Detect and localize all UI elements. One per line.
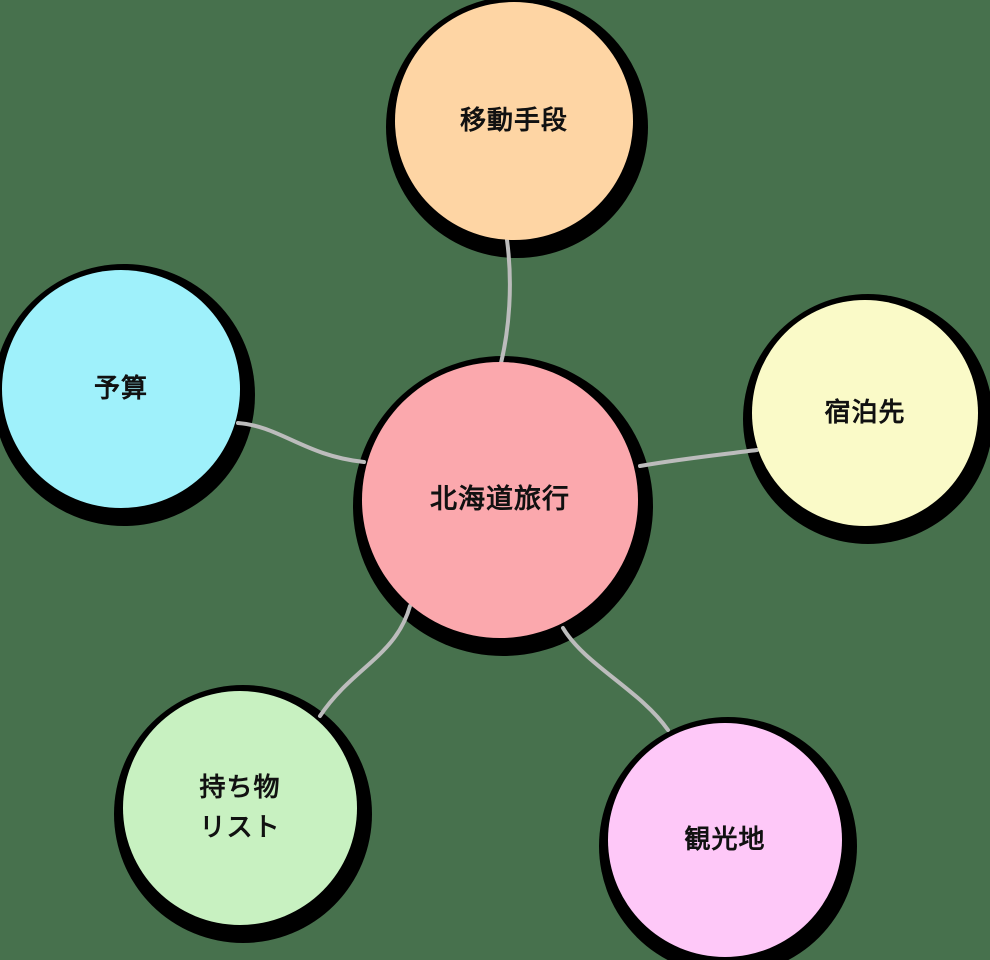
node-label-sightseeing: 観光地 [684, 820, 765, 860]
node-label-budget: 予算 [94, 369, 148, 409]
connector-center-to-transportation [499, 238, 512, 365]
connector-center-to-sightseeing [561, 626, 670, 732]
node-circle-transportation[interactable]: 移動手段 [395, 2, 633, 240]
node-label-text: 持ち物 [199, 772, 281, 803]
node-circle-budget[interactable]: 予算 [2, 270, 240, 508]
node-label-packing-list: 持ち物 リスト [199, 768, 280, 849]
node-label-hokkaido-trip: 北海道旅行 [430, 479, 570, 521]
node-circle-accommodation[interactable]: 宿泊先 [752, 300, 978, 526]
node-budget[interactable]: 予算 [0, 264, 255, 526]
node-circle-hokkaido-trip[interactable]: 北海道旅行 [362, 362, 638, 638]
node-label-text: 宿泊先 [824, 397, 906, 428]
node-label-accommodation: 宿泊先 [824, 393, 905, 433]
node-label-text: 観光地 [684, 824, 766, 855]
node-center-hokkaido-trip[interactable]: 北海道旅行 [353, 356, 653, 656]
node-sightseeing[interactable]: 観光地 [599, 717, 857, 960]
node-label-text: リスト [199, 813, 281, 843]
node-accommodation[interactable]: 宿泊先 [743, 294, 990, 544]
node-label-text: 移動手段 [459, 105, 568, 136]
node-packing-list[interactable]: 持ち物 リスト [114, 685, 372, 943]
node-label-text: 北海道旅行 [430, 484, 570, 516]
node-circle-packing-list[interactable]: 持ち物 リスト [123, 691, 357, 925]
node-label-text: 予算 [93, 373, 148, 404]
connector-center-to-packing-list [318, 604, 412, 718]
node-circle-sightseeing[interactable]: 観光地 [608, 723, 842, 957]
connector-center-to-budget [236, 421, 366, 464]
node-label-transportation: 移動手段 [460, 101, 568, 141]
node-transportation[interactable]: 移動手段 [386, 0, 648, 258]
connector-center-to-accommodation [638, 448, 759, 468]
